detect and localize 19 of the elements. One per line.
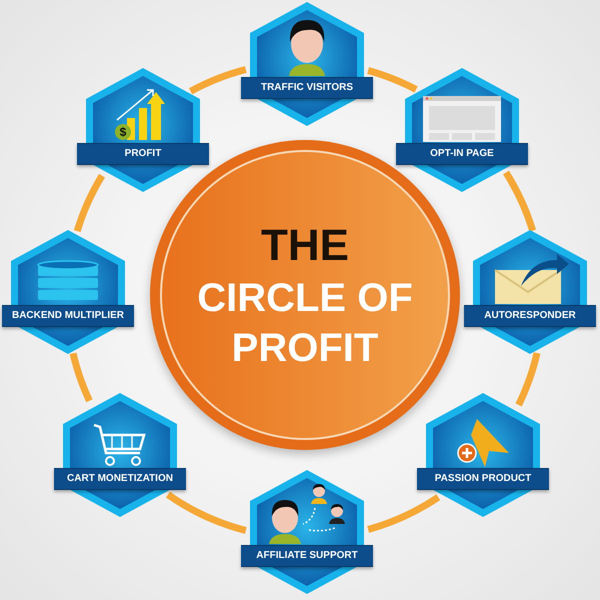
badge-label: PASSION PRODUCT [417,468,549,490]
badge-label: AFFILIATE SUPPORT [241,545,373,567]
ring-connector [74,174,106,232]
badge-label: OPT-IN PAGE [396,143,528,165]
ring-connector [367,494,440,533]
badge-label: AUTORESPONDER [464,305,596,327]
title-text: CIRCLE OF PROFIT [196,274,414,372]
badge-label: PROFIT [77,143,209,165]
ring-connector [189,66,247,94]
ring-connector [166,492,247,534]
dollar-sign: $ [118,124,128,140]
ring-connector [367,67,418,93]
badge-label: BACKEND MULTIPLIER [2,305,134,327]
title-text: THE [261,220,349,272]
badge-label: TRAFFIC VISITORS [241,77,373,99]
ring-connector [70,352,93,402]
ring-connector [515,352,540,406]
badge-label: CART MONETIZATION [54,468,186,490]
ring-connector [502,170,536,232]
